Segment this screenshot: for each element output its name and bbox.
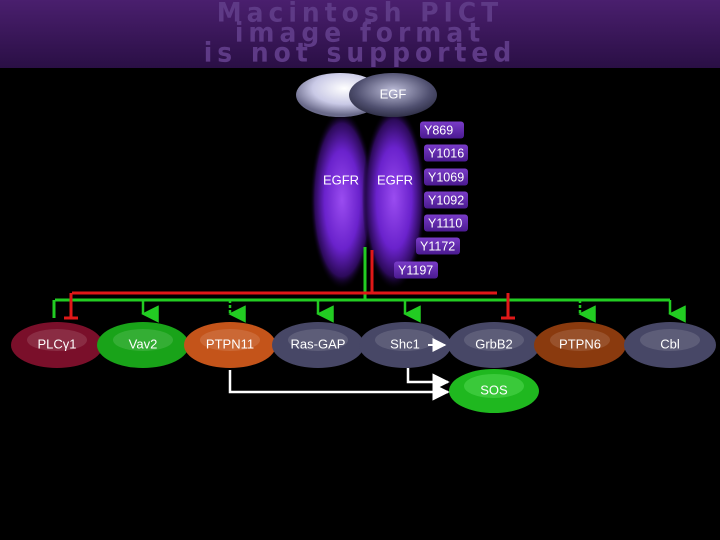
site-y1069: Y1069	[424, 168, 468, 186]
effector-vav2: Vav2	[97, 322, 189, 368]
effector-label: PLCγ1	[37, 336, 76, 351]
egfr-label-right: EGFR	[377, 172, 413, 187]
effector-shape	[11, 322, 103, 368]
effector-label: PTPN11	[206, 336, 254, 351]
effector-ras-gap: Ras-GAP	[272, 322, 364, 368]
site-box	[424, 214, 468, 232]
egfr-receptor-right	[362, 106, 426, 290]
effector-shc1: Shc1	[359, 322, 451, 368]
effector-label: Cbl	[660, 336, 680, 351]
banner-text: Macintosh PICT image format is not suppo…	[203, 0, 517, 68]
effector-label: Shc1	[390, 336, 420, 351]
site-y869: Y869	[420, 121, 464, 139]
site-y1016: Y1016	[424, 144, 468, 162]
site-label: Y1197	[398, 264, 433, 278]
sos-node	[449, 369, 539, 413]
effector-shape	[359, 322, 451, 368]
site-label: Y869	[424, 124, 453, 138]
effector-nodes: PLCγ1 Vav2 PTPN11 Ras-GAP Shc1 GrbB2 PTPN6 Cbl	[11, 322, 716, 368]
site-label: Y1092	[428, 194, 464, 208]
effector-highlight	[640, 329, 700, 351]
site-label: Y1110	[428, 217, 462, 231]
effector-plc-1: PLCγ1	[11, 322, 103, 368]
site-box	[424, 191, 468, 209]
egfr-receptor-left	[310, 110, 374, 290]
shc1-to-sos-link	[406, 368, 450, 391]
site-y1110: Y1110	[424, 214, 468, 232]
site-box	[394, 261, 438, 279]
effector-shape	[97, 322, 189, 368]
site-y1197: Y1197	[394, 261, 438, 279]
egf-ligand-right	[349, 73, 437, 117]
site-y1092: Y1092	[424, 191, 468, 209]
effector-ptpn11: PTPN11	[184, 322, 276, 368]
site-label: Y1016	[428, 147, 464, 161]
effector-highlight	[200, 329, 260, 351]
site-box	[420, 121, 464, 139]
effector-highlight	[464, 329, 524, 351]
effector-highlight	[113, 329, 173, 351]
effector-label: PTPN6	[559, 336, 601, 351]
sos-highlight	[464, 374, 524, 398]
effector-label: Ras-GAP	[291, 336, 346, 351]
effector-ptpn6: PTPN6	[534, 322, 626, 368]
effector-highlight	[550, 329, 610, 351]
effector-label: Vav2	[129, 336, 158, 351]
site-box	[424, 144, 468, 162]
ptpn11-to-sos-link	[228, 370, 450, 401]
effector-branches	[52, 293, 686, 323]
effector-grbb2: GrbB2	[448, 322, 540, 368]
effector-highlight	[288, 329, 348, 351]
effector-shape	[272, 322, 364, 368]
site-label: Y1069	[428, 171, 464, 185]
sos-label: SOS	[480, 382, 508, 397]
site-y1172: Y1172	[416, 237, 460, 255]
egfr-label-left: EGFR	[323, 172, 359, 187]
effector-shape	[448, 322, 540, 368]
site-box	[424, 168, 468, 186]
effector-shape	[184, 322, 276, 368]
effector-label: GrbB2	[475, 336, 513, 351]
unsupported-image-banner: Macintosh PICT image format is not suppo…	[0, 0, 720, 68]
effector-shape	[624, 322, 716, 368]
site-box	[416, 237, 460, 255]
effector-highlight	[27, 329, 87, 351]
effector-highlight	[375, 329, 435, 351]
egf-label: EGF	[380, 86, 407, 101]
effector-cbl: Cbl	[624, 322, 716, 368]
effector-shape	[534, 322, 626, 368]
site-label: Y1172	[420, 240, 455, 254]
